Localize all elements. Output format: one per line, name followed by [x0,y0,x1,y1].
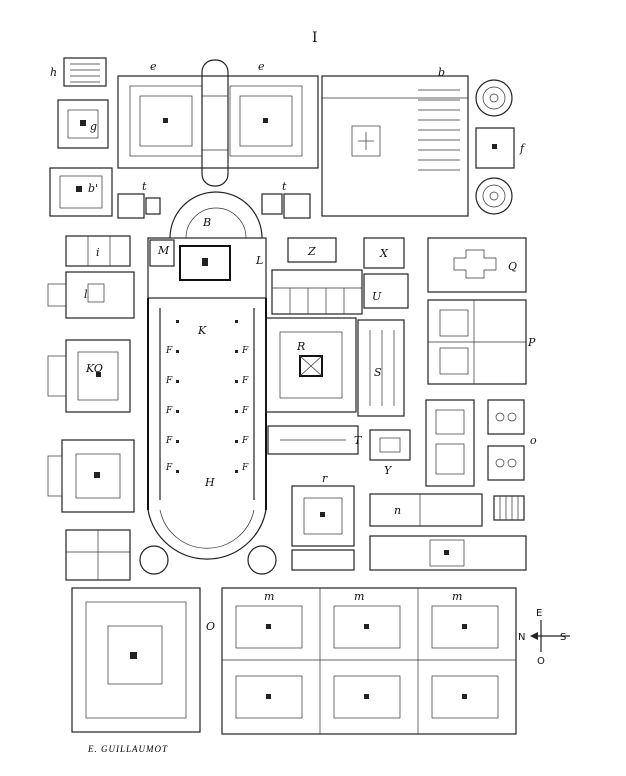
building-S: S [357,319,405,417]
building-h: h [50,57,107,87]
label-Z: Z [307,245,316,258]
label-L: L [255,254,263,267]
building-left-lower [47,439,135,513]
compass-rose: E N S O [518,608,570,667]
nave-letter-1: F [165,346,173,356]
nave-letter-7: F [165,436,173,446]
building-f: f [475,127,526,169]
label-Q: Q [508,260,517,273]
label-t-right: t [282,180,287,193]
label-K: K [197,324,207,337]
label-m-3: m [452,590,462,603]
label-b: b [438,66,445,79]
label-m-2: m [354,590,364,603]
label-m-1: m [264,590,274,603]
label-U: U [372,290,382,303]
label-e-left: e [150,60,157,73]
building-Q: Q [427,237,527,293]
building-T: T [267,425,363,455]
buildings-o: o [487,399,537,521]
building-U: U [363,273,409,309]
label-H: H [204,476,215,489]
nave-letter-4: F [241,376,249,386]
label-h: h [50,66,57,79]
signature: E. GUILLAUMOT [87,744,168,754]
label-M: M [157,244,170,257]
label-n: n [394,504,401,517]
building-b-prime: b' [49,167,113,217]
label-b-prime: b' [88,182,98,195]
building-left-bottom [65,529,131,581]
label-P: P [527,336,536,349]
nave-letter-8: F [241,436,249,446]
building-P: P [427,299,536,385]
label-t-left: t [142,180,147,193]
building-n: n [369,493,483,527]
building-Z: Z [287,237,337,263]
tower-center [201,59,229,187]
label-Y: Y [384,464,393,477]
buildings-t: t t [117,180,311,219]
building-center-right [425,399,475,487]
cloister-R: R [265,317,357,413]
compass-west: O [537,656,545,667]
compass-east: E [536,608,542,619]
label-O: O [206,620,215,633]
building-M: M [149,239,175,267]
bottom-grid: m m m [221,587,517,735]
ovens-circles [475,79,513,215]
building-i: i [65,235,131,267]
nave-letter-9: F [165,463,173,473]
label-R: R [296,340,305,353]
plate-number: I [312,30,318,46]
label-g: g [90,120,97,133]
nave-letter-10: F [241,463,249,473]
nave-letter-2: F [241,346,249,356]
building-lower-right [369,535,527,571]
label-e-right: e [258,60,265,73]
label-l: l [84,288,88,301]
compass-north: N [518,632,525,643]
nave-letter-5: F [165,406,173,416]
nave-letter-3: F [165,376,173,386]
building-r: r [291,472,355,571]
building-b: b [321,66,469,217]
church: B K H F F F F F F F F F F [139,191,277,575]
bottom-enclosure-left: O [71,587,215,733]
label-r: r [322,472,328,485]
building-KO: KO [47,339,131,413]
building-Y: Y [369,429,411,477]
label-i: i [96,246,100,259]
compass-south: S [560,632,566,643]
building-X: X [363,237,405,269]
corridor-row [271,269,363,315]
label-S: S [374,366,382,379]
label-X: X [379,247,389,260]
label-T: T [354,434,363,447]
building-e-cloister: e e [117,60,319,169]
building-g: g [57,99,109,149]
label-B: B [202,216,211,229]
label-o: o [530,434,537,447]
building-l: l [47,271,135,319]
nave-letter-6: F [241,406,249,416]
label-f: f [519,142,526,155]
label-KO: KO [85,362,103,375]
